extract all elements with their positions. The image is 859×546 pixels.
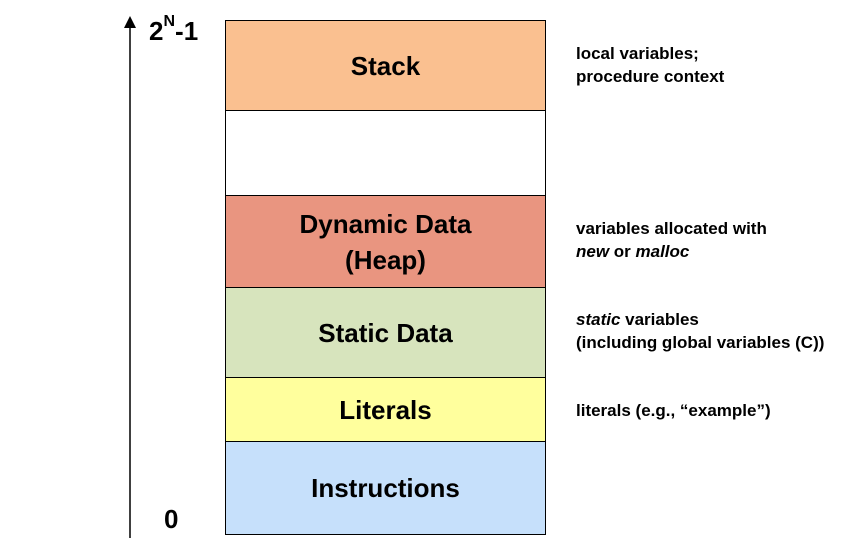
heap-description-line1: variables allocated with: [576, 219, 767, 238]
instructions-segment: Instructions: [225, 441, 546, 535]
literals-segment: Literals: [225, 377, 546, 442]
instructions-label: Instructions: [311, 473, 460, 503]
axis-top-label: 2N-1: [149, 14, 199, 46]
free-space-segment: [225, 110, 546, 196]
axis-bottom-label: 0: [164, 504, 179, 534]
static-data-description-line2: (including global variables (C)): [576, 333, 825, 352]
stack-segment: Stack: [225, 20, 546, 111]
axis-top-base: 2: [149, 16, 164, 46]
static-data-description-italic: static: [576, 310, 621, 329]
literals-label: Literals: [339, 394, 432, 425]
static-data-segment: Static Data: [225, 287, 546, 378]
heap-label-line2: (Heap): [345, 244, 426, 275]
heap-description-or: or: [609, 242, 636, 261]
heap-segment: Dynamic Data (Heap): [225, 195, 546, 288]
static-data-description-line1: static variables: [576, 308, 824, 331]
static-data-description-rest: variables: [620, 310, 699, 329]
heap-description-line2: new or malloc: [576, 240, 767, 263]
stack-description: local variables; procedure context: [576, 42, 724, 88]
heap-description-malloc: malloc: [635, 242, 690, 261]
axis-top-exponent: N: [163, 13, 176, 30]
heap-description: variables allocated with new or malloc: [576, 217, 767, 263]
stack-description-line2: procedure context: [576, 67, 725, 86]
literals-description: literals (e.g., “example”): [576, 401, 771, 420]
static-data-description: static variables (including global varia…: [576, 308, 824, 354]
stack-description-line1: local variables;: [576, 44, 699, 63]
axis-top-suffix: -1: [175, 16, 199, 46]
stack-label: Stack: [350, 50, 421, 81]
heap-description-new: new: [576, 242, 610, 261]
heap-label-line1: Dynamic Data: [299, 208, 472, 239]
static-data-label: Static Data: [318, 317, 453, 348]
